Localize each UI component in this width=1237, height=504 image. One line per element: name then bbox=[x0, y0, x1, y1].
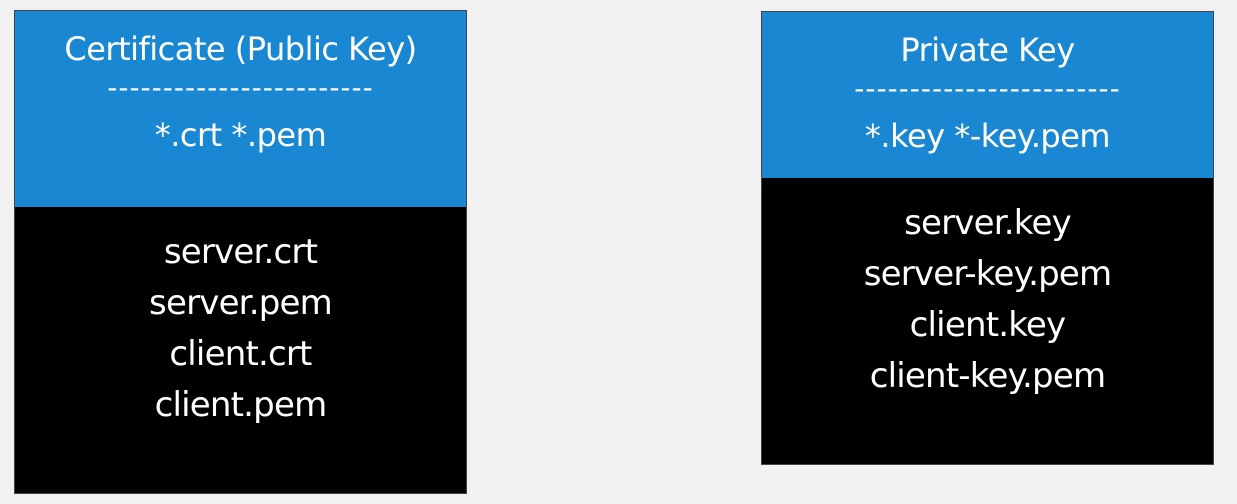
private-key-divider: ------------------------ bbox=[854, 74, 1121, 104]
private-key-file-item: server.key bbox=[904, 203, 1072, 243]
private-key-file-item: server-key.pem bbox=[863, 254, 1112, 294]
certificate-card: Certificate (Public Key) ---------------… bbox=[14, 10, 467, 494]
certificate-header: Certificate (Public Key) ---------------… bbox=[15, 11, 466, 207]
certificate-title: Certificate (Public Key) bbox=[64, 30, 417, 68]
private-key-file-item: client-key.pem bbox=[869, 356, 1106, 396]
private-key-card: Private Key ------------------------ *.k… bbox=[761, 11, 1214, 465]
certificate-file-item: server.pem bbox=[149, 283, 333, 323]
certificate-file-item: client.pem bbox=[154, 385, 328, 425]
certificate-file-item: client.crt bbox=[169, 334, 312, 374]
private-key-file-item: client.key bbox=[909, 305, 1067, 345]
certificate-divider: ------------------------ bbox=[107, 73, 374, 103]
certificate-file-list: server.crt server.pem client.crt client.… bbox=[15, 207, 466, 493]
private-key-extensions: *.key *-key.pem bbox=[864, 117, 1111, 155]
private-key-header: Private Key ------------------------ *.k… bbox=[762, 12, 1213, 178]
private-key-file-list: server.key server-key.pem client.key cli… bbox=[762, 178, 1213, 464]
private-key-title: Private Key bbox=[900, 31, 1075, 69]
certificate-extensions: *.crt *.pem bbox=[154, 116, 327, 154]
certificate-file-item: server.crt bbox=[163, 232, 318, 272]
